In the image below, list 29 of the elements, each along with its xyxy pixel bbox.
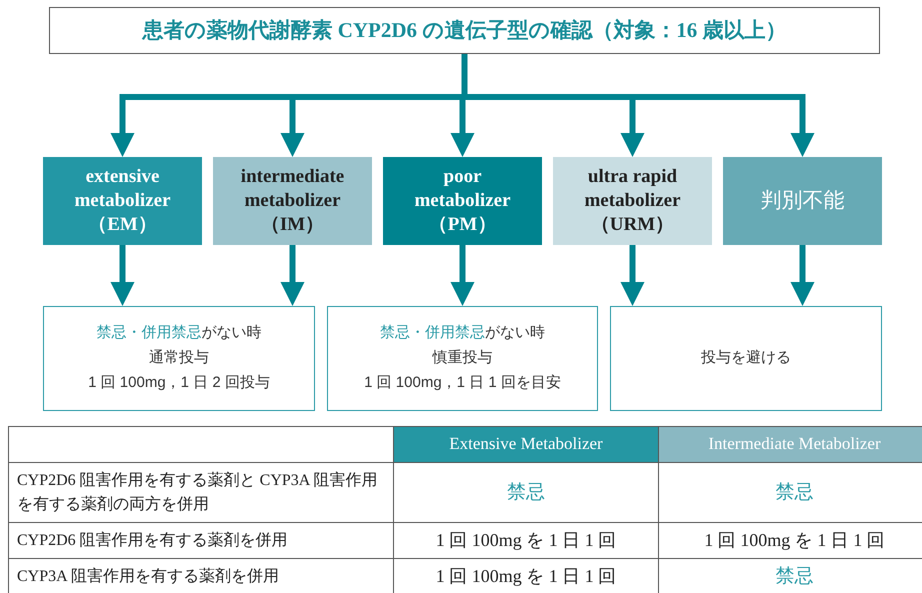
dosage-text: 禁忌・併用禁忌がない時 <box>380 324 545 344</box>
arrow <box>280 245 304 306</box>
header-cell: Intermediate Metabolizer <box>658 426 922 463</box>
category-label: poor metabolizer （PM） <box>413 165 512 237</box>
dosage-text: 投与を避ける <box>701 349 791 368</box>
dosage-text: 1 回 100mg，1 日 1 回を目安 <box>364 374 561 393</box>
arrow <box>110 245 134 306</box>
title-box <box>49 7 880 54</box>
category-box <box>383 157 542 245</box>
dosage-text: 禁忌・併用禁忌がない時 <box>96 324 262 344</box>
dosage-text: 慎重投与 <box>432 349 492 368</box>
category-box <box>213 157 372 245</box>
dosage-text: 通常投与 <box>149 349 209 368</box>
arrow <box>450 245 474 306</box>
header-cell: Extensive Metabolizer <box>393 426 659 463</box>
title-text: 患者の薬物代謝酵素 CYP2D6 の遺伝子型の確認（対象：16 歳以上） <box>142 17 787 44</box>
category-box <box>553 157 712 245</box>
category-label: extensive metabolizer （EM） <box>73 165 172 237</box>
category-label: intermediate metabolizer （IM） <box>240 165 346 237</box>
dosage-box <box>43 306 315 411</box>
category-box <box>723 157 882 245</box>
arrow <box>790 245 814 306</box>
category-label: ultra rapid metabolizer （URM） <box>583 165 682 237</box>
dosage-text: 1 回 100mg，1 日 2 回投与 <box>88 374 270 393</box>
category-label: 判別不能 <box>760 188 844 214</box>
arrow <box>620 245 644 306</box>
dosage-box <box>327 306 598 411</box>
category-box <box>43 157 202 245</box>
dosage-box <box>610 306 882 411</box>
